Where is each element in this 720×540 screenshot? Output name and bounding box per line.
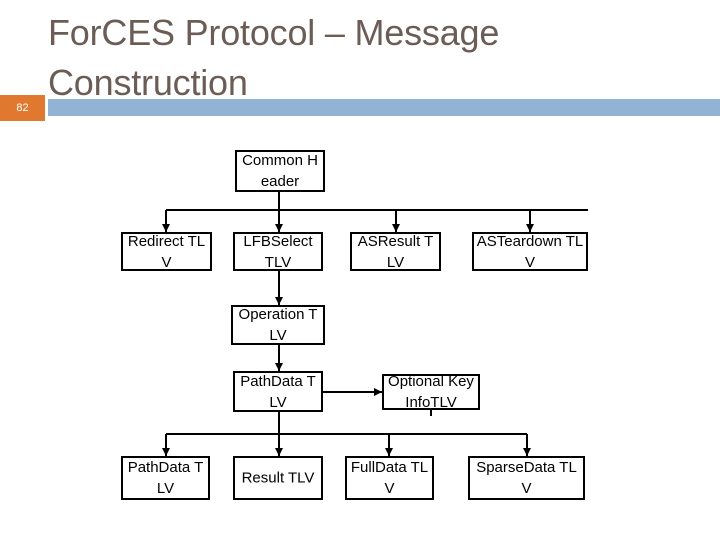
node-label: ASResult TLV: [357, 232, 434, 271]
node-label: Optional KeyInfoTLV: [388, 373, 474, 411]
node-asresult-tlv[interactable]: ASResult TLV: [350, 232, 441, 271]
node-result-tlv[interactable]: Result TLV: [233, 456, 323, 500]
node-label: LFBSelect TLV: [243, 232, 313, 271]
node-operation-tlv[interactable]: Operation TLV: [231, 305, 325, 345]
node-redirect-tlv[interactable]: Redirect TLV: [121, 232, 212, 271]
node-label: ASTeardown TLV: [476, 232, 584, 271]
node-pathdata-tlv[interactable]: PathData TLV: [233, 371, 323, 412]
slide-number-badge: 82: [0, 95, 45, 121]
header-divider: [48, 99, 720, 116]
slide-header: ForCES Protocol – Message Construction 8…: [0, 0, 720, 122]
node-label: Common Header: [242, 152, 318, 190]
node-pathdata-tlv-leaf[interactable]: PathData TLV: [121, 456, 210, 500]
page-title: ForCES Protocol – Message Construction: [48, 12, 510, 103]
node-label: PathData TLV: [240, 372, 316, 411]
node-fulldata-tlv[interactable]: FullData TLV: [345, 456, 434, 500]
node-label: FullData TLV: [350, 459, 429, 497]
node-label: Redirect TLV: [127, 232, 206, 271]
node-asteardown-tlv[interactable]: ASTeardown TLV: [472, 232, 588, 271]
node-label: PathData TLV: [127, 459, 204, 497]
node-label: SparseData TLV: [476, 459, 577, 497]
node-label: Operation TLV: [238, 306, 318, 344]
node-lfbselect-tlv[interactable]: LFBSelect TLV: [233, 232, 323, 271]
node-sparsedata-tlv[interactable]: SparseData TLV: [468, 456, 585, 500]
node-label: Result TLV: [241, 469, 315, 487]
node-optional-keyinfo-tlv[interactable]: Optional KeyInfoTLV: [382, 373, 480, 411]
node-common-header[interactable]: Common Header: [235, 150, 325, 192]
